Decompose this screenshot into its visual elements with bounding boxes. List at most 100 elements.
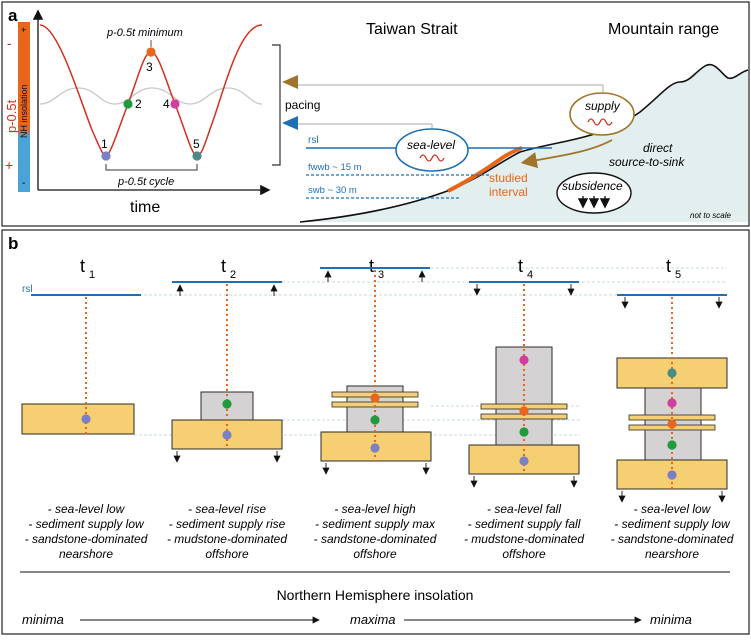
supply-wave-icon bbox=[587, 118, 613, 126]
core-point-t5-1 bbox=[667, 368, 677, 378]
direct-label-1: direct bbox=[643, 141, 673, 155]
core-point-t3-2 bbox=[370, 415, 380, 425]
core-point-t2-2 bbox=[222, 430, 232, 440]
curve-point-4 bbox=[170, 99, 180, 109]
sea-level-ellipse bbox=[395, 128, 469, 172]
core-point-t5-3 bbox=[667, 419, 677, 429]
stage-note-t3-3: - sandstone-dominated bbox=[314, 532, 437, 546]
insolation-title: Northern Hemisphere insolation bbox=[277, 587, 474, 603]
studied-interval-label-2: interval bbox=[489, 185, 528, 199]
stage-note-t2-1: - sea-level rise bbox=[188, 502, 266, 516]
core-point-t4-3 bbox=[519, 427, 529, 437]
core-point-t2-1 bbox=[222, 399, 232, 409]
sea-level-label: sea-level bbox=[407, 138, 455, 152]
curve-point-3 bbox=[146, 47, 156, 57]
core-point-t5-2 bbox=[667, 398, 677, 408]
panel-b-frame bbox=[1, 229, 750, 635]
y-minus-sign: - bbox=[7, 35, 12, 51]
stage-note-t4-2: - sediment supply fall bbox=[468, 517, 581, 531]
stage-note-t2-3: - mudstone-dominated bbox=[167, 532, 287, 546]
subsidence-label: subsidence bbox=[562, 179, 623, 193]
insolation-minima-right: minima bbox=[650, 612, 692, 627]
panel-a-frame bbox=[1, 1, 750, 227]
curve-point-label-3: 3 bbox=[146, 60, 153, 74]
stage-note-t3-4: offshore bbox=[353, 547, 397, 561]
stage-note-t1-3: - sandstone-dominated bbox=[25, 532, 148, 546]
stage-note-t5-4: nearshore bbox=[645, 547, 699, 561]
curve-point-2 bbox=[123, 99, 133, 109]
core-point-t3-3 bbox=[370, 443, 380, 453]
direct-label-2: source-to-sink bbox=[609, 155, 685, 169]
cycle-bracket bbox=[105, 164, 198, 171]
stage-title-t5: t bbox=[666, 256, 671, 276]
stage-subscript-t1: 1 bbox=[89, 269, 95, 281]
subsidence-ellipse bbox=[556, 172, 632, 214]
supply-pointer bbox=[282, 75, 298, 89]
studied-interval-line bbox=[447, 146, 523, 193]
stage-note-t2-4: offshore bbox=[205, 547, 249, 561]
cycle-label: p-0.5t cycle bbox=[117, 176, 174, 188]
curve-point-label-4: 4 bbox=[163, 97, 170, 111]
stage-note-t5-1: - sea-level low bbox=[634, 502, 712, 516]
core-point-t5-4 bbox=[667, 440, 677, 450]
core-point-t4-4 bbox=[519, 456, 529, 466]
pacing-label: pacing bbox=[285, 98, 320, 112]
supply-label: supply bbox=[585, 99, 621, 113]
core-point-t4-1 bbox=[519, 355, 529, 365]
subsidence-arrows-icon bbox=[577, 196, 611, 209]
mountain-range-title: Mountain range bbox=[608, 21, 719, 38]
time-label: time bbox=[130, 199, 160, 216]
core-point-t4-2 bbox=[519, 406, 529, 416]
stage-note-t3-1: - sea-level high bbox=[334, 502, 416, 516]
supply-arrow bbox=[520, 139, 613, 169]
stage-note-t4-3: - mudstone-dominated bbox=[464, 532, 584, 546]
insolation-bar-top-sign: + bbox=[21, 25, 26, 35]
panel-a-label: a bbox=[8, 6, 18, 25]
land-mass bbox=[300, 64, 748, 222]
curve-point-1 bbox=[101, 151, 111, 161]
core-point-t5-5 bbox=[667, 470, 677, 480]
core-point-t3-1 bbox=[370, 393, 380, 403]
stage-title-t2: t bbox=[221, 256, 226, 276]
taiwan-strait-title: Taiwan Strait bbox=[366, 21, 458, 38]
stage-subscript-t3: 3 bbox=[378, 269, 384, 281]
y-plus-sign: + bbox=[5, 157, 13, 173]
stage-title-t1: t bbox=[80, 256, 85, 276]
stage-note-t1-4: nearshore bbox=[59, 547, 113, 561]
stage-subscript-t4: 4 bbox=[527, 269, 533, 281]
sea-level-wave-icon bbox=[419, 154, 445, 162]
stage-title-t4: t bbox=[518, 256, 523, 276]
stage-note-t4-4: offshore bbox=[502, 547, 546, 561]
pacing-bracket bbox=[272, 44, 281, 166]
sandstone-block-t1 bbox=[21, 403, 135, 435]
curve-point-label-5: 5 bbox=[193, 137, 200, 151]
stage-note-t5-3: - sandstone-dominated bbox=[611, 532, 734, 546]
land-outline bbox=[299, 63, 749, 223]
gray-curve bbox=[39, 87, 263, 105]
insolation-minima-left: minima bbox=[22, 612, 64, 627]
stage-note-t2-2: - sediment supply rise bbox=[169, 517, 286, 531]
stage-subscript-t5: 5 bbox=[675, 269, 681, 281]
stage-note-t3-2: - sediment supply max bbox=[315, 517, 436, 531]
not-to-scale-label: not to scale bbox=[690, 211, 731, 220]
supply-ellipse bbox=[569, 92, 635, 136]
stage-title-t3: t bbox=[369, 256, 374, 276]
fwwb-label: fwwb ~ 15 m bbox=[308, 162, 362, 173]
insolation-bar-label: NH insolation bbox=[19, 84, 29, 138]
rsl-pointer bbox=[282, 116, 298, 130]
stage-note-t4-1: - sea-level fall bbox=[487, 502, 561, 516]
rsl-label-b: rsl bbox=[22, 284, 33, 295]
curve-point-label-1: 1 bbox=[101, 137, 108, 151]
curve-point-label-2: 2 bbox=[135, 97, 142, 111]
insolation-bar bbox=[18, 22, 30, 192]
studied-interval-label-1: studied bbox=[489, 171, 528, 185]
stage-note-t1-1: - sea-level low bbox=[48, 502, 126, 516]
stage-note-t1-2: - sediment supply low bbox=[28, 517, 145, 531]
core-point-t1-1 bbox=[81, 414, 91, 424]
stage-note-t5-2: - sediment supply low bbox=[614, 517, 731, 531]
